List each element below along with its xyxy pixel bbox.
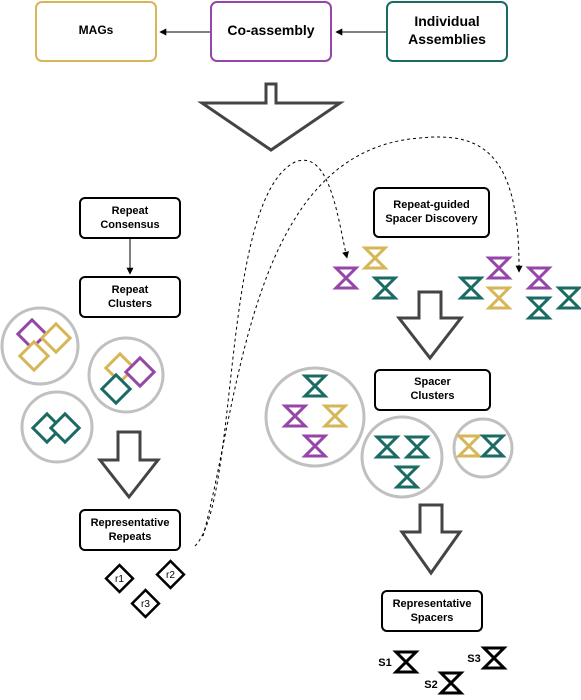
representative-spacers-line2: Spacers [411, 612, 454, 624]
spacer-clusters-line2: Clusters [410, 390, 454, 402]
dashed-link-to-coassembly-spacers [194, 159, 349, 547]
repeat-clusters-box: Repeat Clusters [79, 276, 181, 318]
discovered-spacers-group-1 [334, 246, 397, 300]
rep-s1-label: S1 [378, 657, 391, 669]
dashed-link-to-individual-spacers [202, 136, 523, 537]
spacer-hourglass-icon [363, 246, 387, 270]
spacer-hourglass-icon [459, 276, 483, 300]
repeat-guided-discovery-box: Repeat-guided Spacer Discovery [373, 187, 490, 238]
spacer-hourglass-icon [487, 256, 511, 280]
big-down-arrow [197, 82, 345, 152]
spacer-cluster-2 [360, 415, 444, 499]
repeat-consensus-line1: Repeat [112, 205, 149, 217]
coassembly-label: Co-assembly [227, 22, 314, 38]
rep-r3-label: r3 [141, 599, 150, 610]
spacer-clusters-box: Spacer Clusters [374, 369, 491, 411]
repeat-cluster-1 [0, 306, 80, 386]
spacer-hourglass-icon [527, 296, 551, 320]
spacer-hourglass-icon [487, 286, 511, 310]
spacer-hourglass-icon [394, 650, 418, 674]
representative-repeats-line2: Repeats [109, 531, 152, 543]
down-arrow-right-1 [395, 290, 465, 361]
mags-label: MAGs [79, 23, 114, 37]
spacer-hourglass-icon [439, 671, 463, 695]
spacer-hourglass-icon [373, 276, 397, 300]
repeat-cluster-2 [87, 336, 165, 414]
discovery-line2: Spacer Discovery [385, 213, 478, 225]
spacer-hourglass-icon [527, 266, 551, 290]
mags-box: MAGs [35, 1, 157, 62]
coassembly-box: Co-assembly [210, 1, 332, 62]
spacer-cluster-1 [264, 366, 366, 468]
spacer-hourglass-icon [557, 286, 581, 310]
spacer-hourglass-icon [482, 646, 506, 670]
repeat-cluster-3 [20, 390, 94, 464]
repeat-clusters-line2: Clusters [108, 298, 152, 310]
representative-repeats-line1: Representative [91, 517, 170, 529]
repeat-clusters-line1: Repeat [112, 284, 149, 296]
discovery-line1: Repeat-guided [393, 199, 469, 211]
rep-repeat-r3: r3 [130, 588, 161, 619]
rep-spacer-s3: S3 [467, 646, 506, 670]
individual-label-line1: Individual [414, 13, 479, 29]
representative-repeats-box: Representative Repeats [79, 509, 181, 551]
rep-r2-label: r2 [166, 570, 175, 581]
rep-s2-label: S2 [424, 679, 437, 691]
representative-spacers-line1: Representative [393, 598, 472, 610]
representative-spacers-box: Representative Spacers [381, 590, 483, 632]
individual-label-line2: Assemblies [408, 31, 486, 47]
repeat-consensus-box: Repeat Consensus [79, 197, 181, 239]
rep-r1-label: r1 [115, 574, 124, 585]
rep-repeat-r1: r1 [104, 563, 135, 594]
rep-s3-label: S3 [467, 653, 480, 665]
spacer-cluster-3 [452, 417, 514, 479]
discovered-spacers-group-2 [459, 256, 581, 320]
repeat-consensus-line2: Consensus [100, 219, 159, 231]
spacer-hourglass-icon [334, 266, 358, 290]
spacer-clusters-line1: Spacer [414, 376, 451, 388]
down-arrow-right-2 [399, 503, 463, 576]
down-arrow-left [96, 430, 162, 500]
rep-spacer-s1: S1 [378, 650, 418, 674]
rep-repeat-r2: r2 [155, 559, 186, 590]
individual-assemblies-box: Individual Assemblies [386, 1, 508, 62]
rep-spacer-s2: S2 [424, 671, 463, 695]
